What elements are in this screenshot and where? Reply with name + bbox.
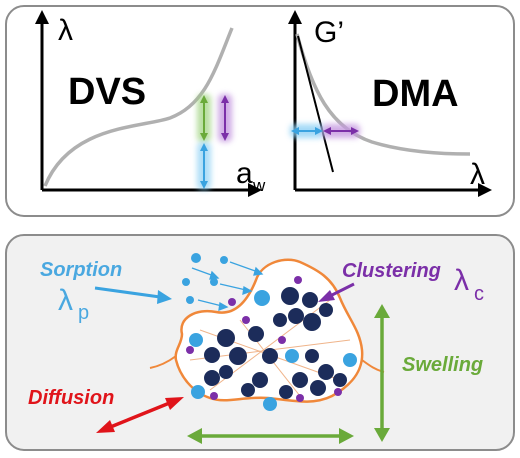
membrane-strand-left xyxy=(149,355,177,369)
dvs-title: DVS xyxy=(68,71,146,113)
dma-tangent-line xyxy=(297,35,334,173)
dvs-blue-arrow xyxy=(200,143,208,151)
dark-blue-particle xyxy=(318,364,334,380)
diffusion-label: Diffusion xyxy=(28,387,114,409)
sorption-subscript: p xyxy=(78,302,89,324)
clustering-arrowhead xyxy=(318,290,335,302)
clustering-subscript: c xyxy=(474,283,484,305)
top-panel xyxy=(5,5,515,217)
dark-blue-particle xyxy=(252,372,268,388)
sorption-label: Sorption xyxy=(40,259,122,281)
purple-particle xyxy=(278,336,286,344)
dark-blue-particle xyxy=(248,326,264,342)
sorption-symbol: λ xyxy=(58,284,73,317)
dvs-x-axis-label: a xyxy=(236,157,253,190)
dma-blue-arrow xyxy=(291,127,299,135)
dma-x-axis-arrowhead xyxy=(478,183,492,197)
dark-blue-particle xyxy=(229,347,247,365)
light-blue-particle xyxy=(191,253,201,263)
diffusion-arrow xyxy=(107,400,173,430)
dark-blue-particle xyxy=(302,292,318,308)
diffusion-arrowhead-right xyxy=(165,397,184,410)
dma-modulus-curve xyxy=(295,33,471,156)
swelling-horizontal-arrowhead-left xyxy=(187,428,202,444)
dark-blue-particle xyxy=(288,308,304,324)
clustering-symbol: λ xyxy=(454,264,469,297)
sorption-arrow xyxy=(94,286,161,299)
dark-blue-particle xyxy=(305,349,319,363)
purple-particle xyxy=(186,346,194,354)
light-blue-particle xyxy=(189,333,203,347)
dark-blue-particle xyxy=(292,372,308,388)
light-blue-particle xyxy=(186,296,194,304)
dark-blue-particle xyxy=(279,385,293,399)
dark-blue-particle xyxy=(241,383,255,397)
dark-blue-particle xyxy=(217,329,235,347)
dma-x-axis-label: λ xyxy=(470,158,485,191)
swelling-label: Swelling xyxy=(402,354,483,376)
light-blue-particle xyxy=(254,290,270,306)
light-blue-particle xyxy=(343,353,357,367)
dvs-x-axis-arrowhead xyxy=(248,183,262,197)
light-blue-particle xyxy=(220,256,228,264)
dark-blue-particle xyxy=(204,370,220,386)
dark-blue-particle xyxy=(333,373,347,387)
light-blue-particle xyxy=(285,349,299,363)
dma-purple-arrow xyxy=(323,127,331,135)
dvs-x-axis-subscript: w xyxy=(252,176,266,195)
dark-blue-particle xyxy=(281,287,299,305)
dvs-plot: λ DVS a w xyxy=(35,10,266,197)
clustering-arrow xyxy=(329,282,355,298)
dma-y-axis-label: G’ xyxy=(314,16,344,49)
dark-blue-particle xyxy=(319,303,333,317)
dark-blue-particle xyxy=(310,380,326,396)
dma-title: DMA xyxy=(372,73,459,115)
dark-blue-particle xyxy=(204,347,220,363)
dma-plot: G’ DMA λ xyxy=(288,10,492,197)
dma-y-axis-arrowhead xyxy=(288,10,302,24)
clustering-label: Clustering xyxy=(342,260,441,282)
purple-particle xyxy=(242,316,250,324)
purple-particle xyxy=(210,392,218,400)
dark-blue-particle xyxy=(273,313,287,327)
dark-blue-particle xyxy=(219,365,233,379)
diffusion-arrowhead-left xyxy=(96,420,115,433)
dvs-purple-arrow xyxy=(221,95,229,103)
purple-particle xyxy=(294,276,302,284)
light-blue-particle xyxy=(210,278,218,286)
swelling-vertical-arrowhead-top xyxy=(374,304,390,318)
dvs-isotherm-curve xyxy=(43,27,234,187)
swelling-vertical-arrowhead-bottom xyxy=(374,428,390,442)
particles xyxy=(182,253,357,411)
sorption-small-arrows xyxy=(191,261,264,311)
sorption-arrowhead xyxy=(157,290,172,304)
dvs-green-arrow xyxy=(200,95,208,103)
dvs-y-axis-arrowhead xyxy=(35,10,49,24)
purple-particle xyxy=(296,394,304,402)
purple-particle xyxy=(334,388,342,396)
light-blue-particle xyxy=(263,397,277,411)
light-blue-particle xyxy=(182,278,190,286)
light-blue-particle xyxy=(191,385,205,399)
dvs-y-axis-label: λ xyxy=(58,14,73,47)
dark-blue-particle xyxy=(262,348,278,364)
dark-blue-particle xyxy=(303,313,321,331)
purple-particle xyxy=(228,298,236,306)
swelling-horizontal-arrowhead-right xyxy=(339,428,354,444)
